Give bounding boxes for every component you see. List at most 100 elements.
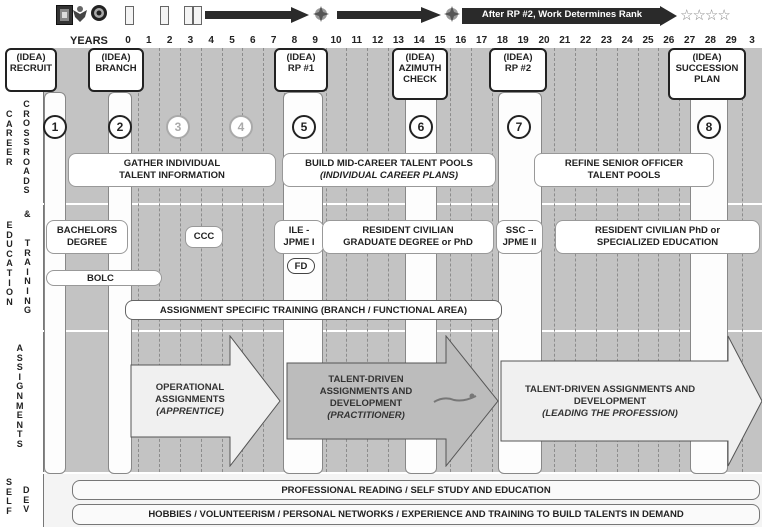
year-tick: 15 (434, 35, 446, 46)
year-tick: 6 (250, 35, 256, 46)
year-grid-line (200, 48, 202, 472)
year-grid-line (616, 48, 618, 472)
runner-figure-icon (432, 392, 478, 406)
year-grid-line (596, 48, 597, 472)
crossroad-5: 5 (292, 115, 316, 139)
rank-bar-icon (125, 6, 134, 25)
year-grid-line (471, 48, 473, 472)
year-tick: 11 (351, 35, 363, 46)
general-star-icon: ☆☆☆☆ (680, 7, 731, 24)
year-grid-line (346, 48, 348, 472)
year-tick: 14 (413, 35, 425, 46)
crossroad-7: 7 (507, 115, 531, 139)
year-tick: 20 (538, 35, 550, 46)
operational-assignments-arrow (130, 335, 281, 467)
milestone-rp2: (IDEA)RP #2 (489, 48, 547, 92)
crossroad-1: 1 (43, 115, 67, 139)
year-grid-line (450, 48, 452, 472)
progression-arrow-2 (337, 7, 441, 23)
year-tick: 3 (749, 35, 755, 46)
professional-reading-bar: PROFESSIONAL READING / SELF STUDY AND ED… (72, 480, 760, 500)
year-grid-line (554, 48, 556, 472)
build-talent-pools-box: BUILD MID-CAREER TALENT POOLS(INDIVIDUAL… (282, 153, 496, 187)
year-tick: 5 (229, 35, 235, 46)
assignment-specific-training-box: ASSIGNMENT SPECIFIC TRAINING (BRANCH / F… (125, 300, 502, 320)
year-tick: 23 (600, 35, 612, 46)
army-insignia-icon (56, 5, 73, 25)
fd-box: FD (287, 258, 315, 274)
globe-seal-icon (90, 4, 108, 22)
progression-arrow-1 (205, 7, 309, 23)
year-grid-line (221, 48, 223, 472)
year-tick: 18 (496, 35, 508, 46)
rank-banner-text: After RP #2, Work Determines Rank (481, 9, 643, 20)
year-tick: 19 (517, 35, 529, 46)
practitioner-assignments-arrow (286, 335, 499, 467)
leading-profession-arrow (500, 335, 762, 467)
crossroad-3: 3 (166, 115, 190, 139)
year-grid-line (325, 48, 327, 472)
ssc-jpme2-box: SSC –JPME II (496, 220, 543, 254)
year-grid-line (242, 48, 244, 472)
crossroad-2: 2 (108, 115, 132, 139)
self-development-label: S E L F D E V (0, 474, 44, 527)
ccc-box: CCC (185, 226, 223, 248)
year-tick: 22 (580, 35, 592, 46)
eagle-icon (72, 4, 89, 24)
year-grid-line (159, 48, 161, 472)
year-grid-line (575, 48, 577, 472)
bolc-box: BOLC (46, 270, 162, 286)
year-tick: 9 (312, 35, 318, 46)
star-burst-icon (312, 5, 330, 23)
year-tick: 4 (208, 35, 214, 46)
year-grid-line (138, 48, 140, 472)
year-grid-line (388, 48, 389, 472)
rank-banner-arrow (462, 6, 677, 26)
years-label: YEARS (70, 35, 108, 47)
hobbies-volunteerism-bar: HOBBIES / VOLUNTEERISM / PERSONAL NETWOR… (72, 504, 760, 525)
year-grid-line (367, 48, 369, 472)
year-grid-line (679, 48, 681, 472)
year-tick: 27 (684, 35, 696, 46)
crossroad-4: 4 (229, 115, 253, 139)
year-tick: 2 (166, 35, 173, 46)
year-tick: 21 (559, 35, 571, 46)
milestone-branch: (IDEA)BRANCH (88, 48, 144, 92)
year-tick: 17 (476, 35, 488, 46)
year-tick: 28 (704, 35, 716, 46)
ile-jpme1-box: ILE -JPME I (274, 220, 324, 254)
year-grid-line (637, 48, 639, 472)
year-tick: 0 (125, 35, 131, 46)
year-grid-line (492, 48, 493, 472)
year-tick: 12 (372, 35, 384, 46)
crossroad-8: 8 (697, 115, 721, 139)
year-grid-line (741, 48, 743, 472)
star-burst-icon (443, 5, 461, 23)
year-grid-line (180, 48, 181, 472)
crossroad-6: 6 (409, 115, 433, 139)
year-grid-line (263, 48, 265, 472)
year-tick: 7 (270, 35, 277, 46)
year-tick: 16 (455, 35, 467, 46)
milestone-recruit: (IDEA)RECRUIT (5, 48, 57, 92)
year-grid-line (658, 48, 660, 472)
year-tick: 10 (330, 35, 342, 46)
year-tick: 8 (291, 35, 298, 46)
year-tick: 29 (725, 35, 737, 46)
milestone-rp1: (IDEA)RP #1 (274, 48, 328, 92)
year-tick: 25 (642, 35, 654, 46)
year-tick: 13 (392, 35, 404, 46)
year-tick: 24 (621, 35, 633, 46)
rank-bar-icon (193, 6, 202, 25)
